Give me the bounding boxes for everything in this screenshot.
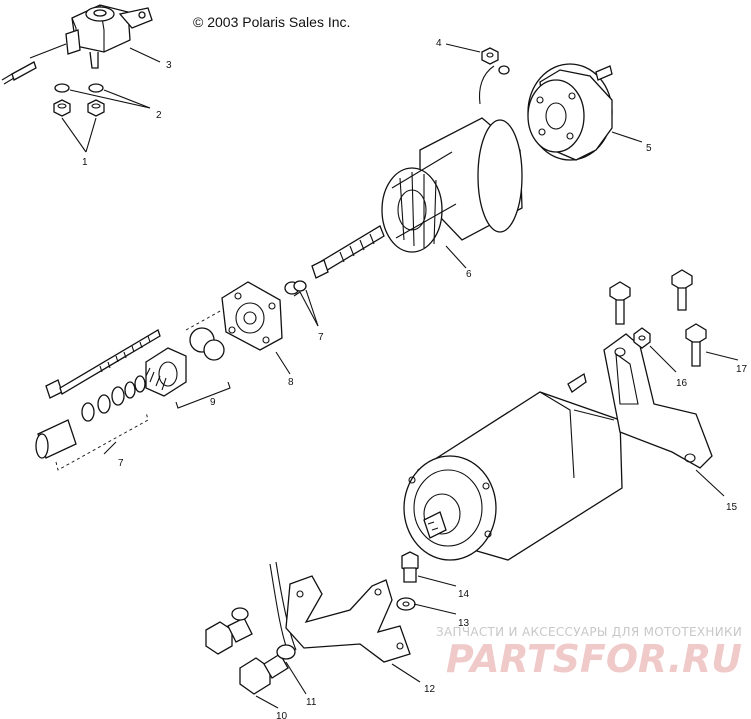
part-pinion-kit: 7 xyxy=(35,375,149,471)
callout-1: 1 xyxy=(82,157,88,168)
copyright-text: © 2003 Polaris Sales Inc. xyxy=(193,14,350,30)
callout-13: 13 xyxy=(458,618,470,629)
callout-11: 11 xyxy=(306,697,317,708)
callout-9: 9 xyxy=(210,397,216,408)
callout-16: 16 xyxy=(676,378,688,389)
callout-5: 5 xyxy=(646,143,652,154)
part-washers-nuts: 2 1 xyxy=(53,83,162,168)
callout-6: 6 xyxy=(466,269,472,280)
callout-3: 3 xyxy=(166,60,172,71)
callout-4: 4 xyxy=(436,38,442,49)
part-drive-gear: 9 xyxy=(145,327,231,409)
callout-12: 12 xyxy=(424,684,436,695)
part-starter-motor xyxy=(403,372,623,561)
leader-lines xyxy=(293,291,301,297)
part-armature: 6 xyxy=(311,117,523,280)
callout-17: 17 xyxy=(736,364,748,375)
part-bolts-nut: 16 17 xyxy=(609,269,748,389)
callout-15: 15 xyxy=(726,502,738,513)
callout-10: 10 xyxy=(276,711,288,719)
part-end-cap: 4 5 xyxy=(436,38,652,161)
callout-2: 2 xyxy=(156,110,162,121)
watermark-line1: ЗАПЧАСТИ И АКСЕССУАРЫ ДЛЯ МОТОТЕХНИКИ xyxy=(436,625,742,639)
callout-7a: 7 xyxy=(318,332,324,343)
callout-7b: 7 xyxy=(118,458,124,469)
callout-14: 14 xyxy=(458,589,470,600)
part-small-bolt-washer: 14 13 xyxy=(396,551,470,629)
part-mount-bracket: 15 xyxy=(603,333,738,513)
part-lower-bracket: 12 xyxy=(269,561,436,695)
part-lower-bolts: 11 10 xyxy=(205,607,317,719)
callout-8: 8 xyxy=(288,377,294,388)
part-thrust-washers: 7 xyxy=(284,280,324,343)
part-solenoid: 3 xyxy=(1,4,172,85)
part-bearing-plate: 8 xyxy=(185,281,294,388)
watermark: ЗАПЧАСТИ И АКСЕССУАРЫ ДЛЯ МОТОТЕХНИКИ PA… xyxy=(436,625,742,681)
watermark-line2: PARTSFOR.RU xyxy=(446,637,742,681)
part-through-bolt xyxy=(45,329,161,399)
